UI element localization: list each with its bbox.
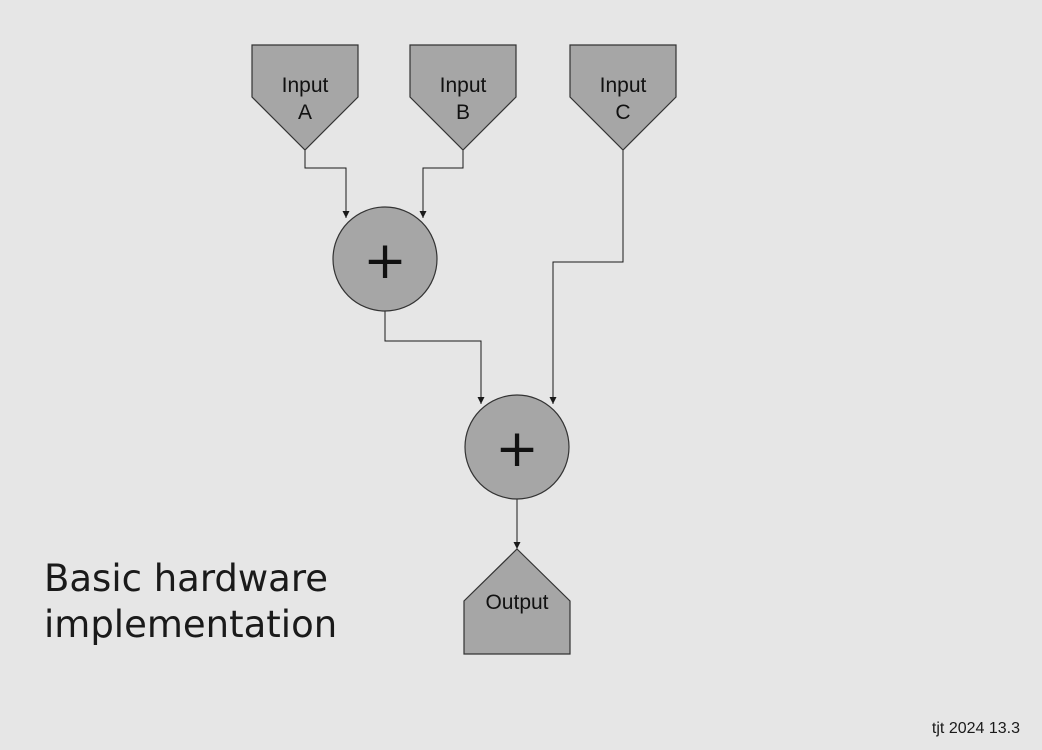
input-a-label-line1: Input xyxy=(282,74,329,97)
input-c-label-line1: Input xyxy=(600,74,647,97)
output-label: Output xyxy=(485,591,548,614)
input-a-block: Input A xyxy=(251,44,359,151)
caption-line-1: Basic hardware xyxy=(44,557,328,600)
adder-1-plus-symbol: + xyxy=(363,231,407,291)
wire-adder-1-to-adder-2 xyxy=(384,311,485,404)
adder-1: + xyxy=(332,206,438,312)
input-b-label-line1: Input xyxy=(440,74,487,97)
input-c-block: Input C xyxy=(569,44,677,151)
adder-2-plus-symbol: + xyxy=(495,419,539,479)
wire-input-a-to-adder-1 xyxy=(304,150,350,218)
slide-caption: Basic hardware implementation xyxy=(44,556,337,648)
caption-line-2: implementation xyxy=(44,603,338,646)
input-b-label-line2: B xyxy=(456,101,470,124)
adder-2: + xyxy=(464,394,570,500)
wire-input-c-to-adder-2 xyxy=(549,150,624,404)
output-block: Output xyxy=(463,548,571,655)
input-b-block: Input B xyxy=(409,44,517,151)
input-a-label-line2: A xyxy=(298,101,312,124)
slide-footer: tjt 2024 13.3 xyxy=(931,720,1020,737)
wire-input-b-to-adder-1 xyxy=(419,150,464,218)
input-c-label-line2: C xyxy=(615,101,630,124)
